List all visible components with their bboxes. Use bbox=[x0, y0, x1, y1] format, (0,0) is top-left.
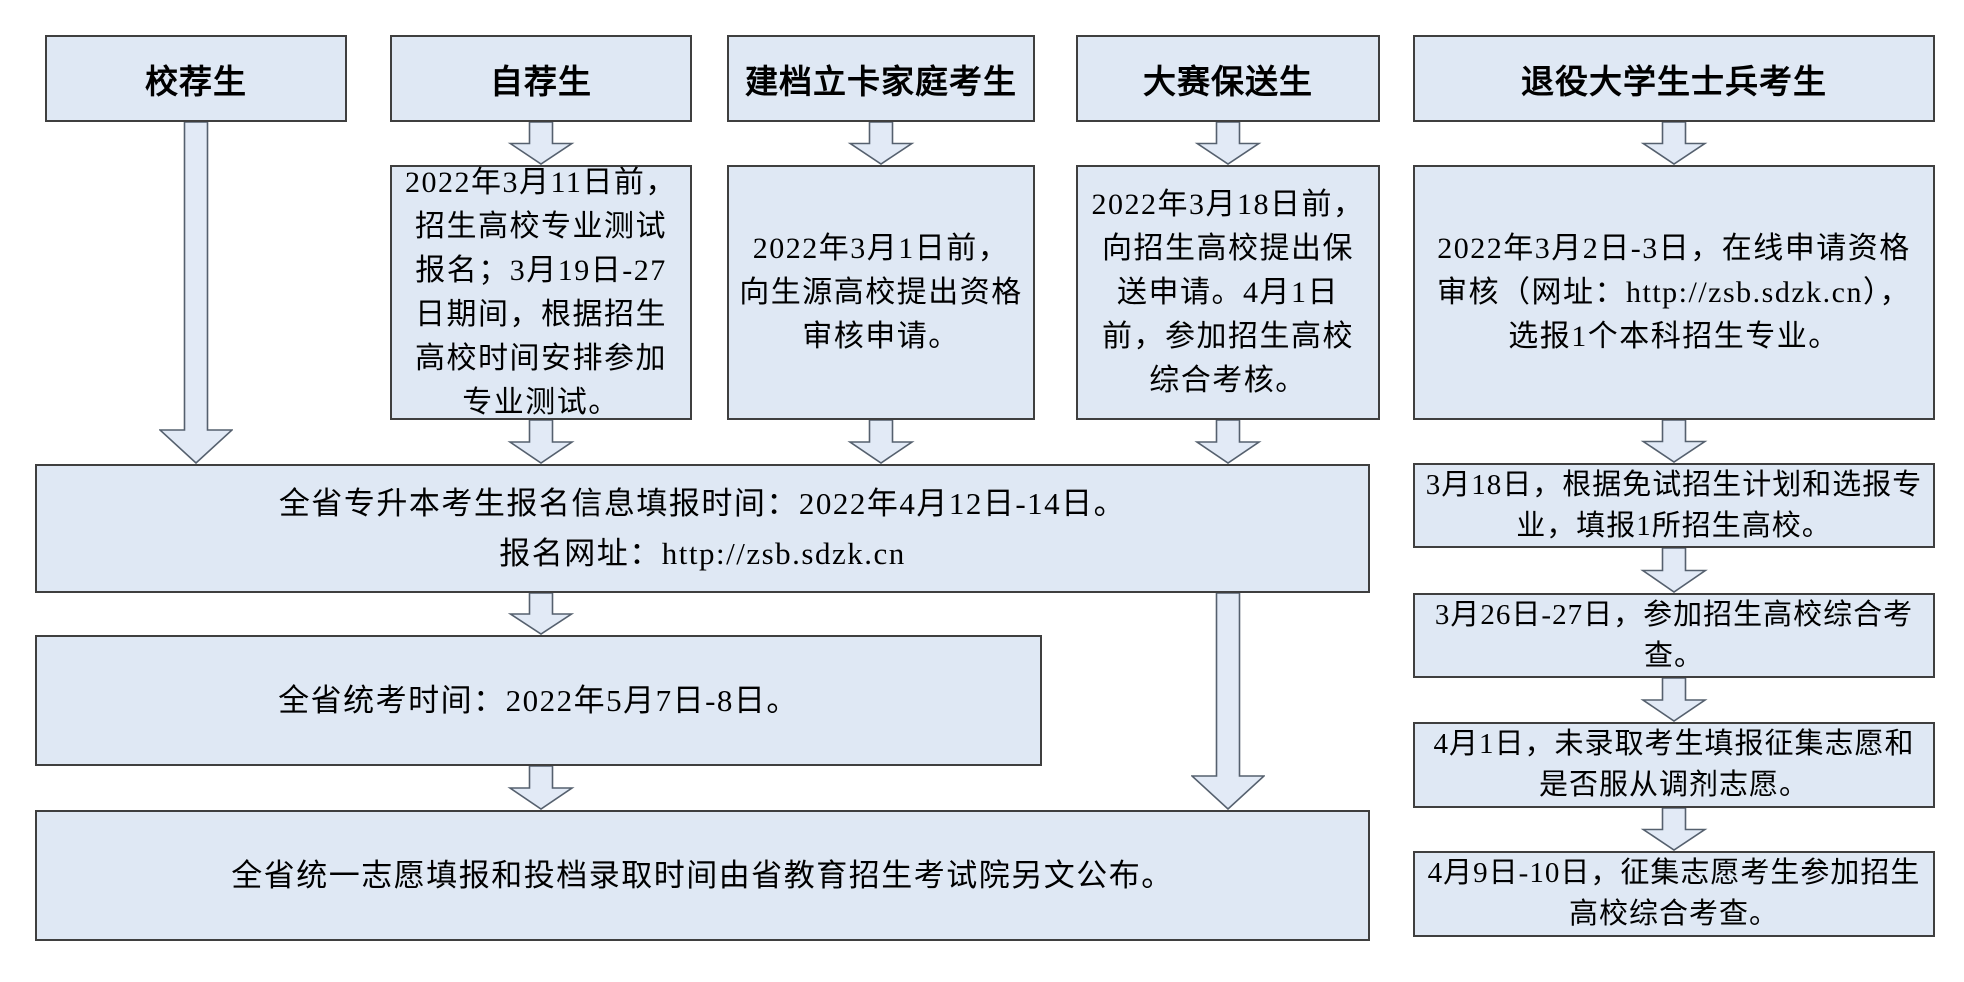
veteran-step-4-text: 4月9日-10日，征集志愿考生参加招生高校综合考查。 bbox=[1427, 857, 1921, 930]
header-self-recommend-label: 自荐生 bbox=[490, 62, 592, 100]
header-self-recommend: 自荐生 bbox=[390, 35, 692, 122]
header-school-recommend: 校荐生 bbox=[45, 35, 347, 122]
detail-competition-exempt: 2022年3月18日前，向招生高校提出保送申请。4月1日前，参加招生高校综合考核… bbox=[1076, 165, 1380, 420]
header-school-recommend-label: 校荐生 bbox=[145, 62, 247, 100]
detail-registered-poverty-family-text: 2022年3月1日前，向生源高校提出资格审核申请。 bbox=[739, 231, 1023, 353]
down-arrow-icon bbox=[1637, 678, 1711, 722]
down-arrow-icon bbox=[1637, 548, 1711, 593]
down-arrow-icon bbox=[844, 420, 918, 464]
veteran-step-2: 3月26日-27日，参加招生高校综合考查。 bbox=[1413, 593, 1935, 678]
down-arrow-icon bbox=[504, 766, 578, 810]
veteran-step-3: 4月1日，未录取考生填报征集志愿和是否服从调剂志愿。 bbox=[1413, 722, 1935, 808]
veteran-step-2-text: 3月26日-27日，参加招生高校综合考查。 bbox=[1434, 598, 1914, 672]
down-arrow-icon bbox=[1637, 122, 1711, 165]
down-arrow-icon bbox=[504, 122, 578, 165]
down-arrow-icon bbox=[1191, 420, 1265, 464]
down-arrow-icon bbox=[504, 420, 578, 464]
down-arrow-icon bbox=[1637, 808, 1711, 851]
header-competition-exempt-label: 大赛保送生 bbox=[1143, 62, 1313, 100]
veteran-step-1-text: 3月18日，根据免试招生计划和选报专业，填报1所招生高校。 bbox=[1425, 468, 1923, 542]
detail-self-recommend-text: 2022年3月11日前，招生高校专业测试报名；3月19日-27日期间，根据招生高… bbox=[405, 165, 677, 419]
detail-registered-poverty-family: 2022年3月1日前，向生源高校提出资格审核申请。 bbox=[727, 165, 1035, 420]
veteran-step-4: 4月9日-10日，征集志愿考生参加招生高校综合考查。 bbox=[1413, 851, 1935, 937]
down-arrow-icon bbox=[1191, 593, 1265, 810]
detail-self-recommend: 2022年3月11日前，招生高校专业测试报名；3月19日-27日期间，根据招生高… bbox=[390, 165, 692, 420]
down-arrow-icon bbox=[1191, 122, 1265, 165]
admission-announcement-text: 全省统一志愿填报和投档录取时间由省教育招生考试院另文公布。 bbox=[231, 857, 1174, 893]
header-competition-exempt: 大赛保送生 bbox=[1076, 35, 1380, 122]
header-registered-poverty-family: 建档立卡家庭考生 bbox=[727, 35, 1035, 122]
down-arrow-icon bbox=[159, 122, 233, 464]
detail-competition-exempt-text: 2022年3月18日前，向招生高校提出保送申请。4月1日前，参加招生高校综合考核… bbox=[1091, 187, 1365, 397]
unified-exam-text: 全省统考时间：2022年5月7日-8日。 bbox=[278, 682, 799, 718]
down-arrow-icon bbox=[844, 122, 918, 165]
registration-time-text: 全省专升本考生报名信息填报时间：2022年4月12日-14日。 bbox=[278, 485, 1127, 521]
veteran-step-3-text: 4月1日，未录取考生填报征集志愿和是否服从调剂志愿。 bbox=[1433, 728, 1915, 801]
down-arrow-icon bbox=[1637, 420, 1711, 463]
node-registration-info: 全省专升本考生报名信息填报时间：2022年4月12日-14日。 报名网址：htt… bbox=[35, 464, 1370, 593]
detail-veteran-soldier: 2022年3月2日-3日，在线申请资格审核（网址：http://zsb.sdzk… bbox=[1413, 165, 1935, 420]
registration-website-text: 报名网址：http://zsb.sdzk.cn bbox=[499, 535, 906, 571]
node-admission-announcement: 全省统一志愿填报和投档录取时间由省教育招生考试院另文公布。 bbox=[35, 810, 1370, 941]
header-registered-poverty-family-label: 建档立卡家庭考生 bbox=[745, 62, 1017, 100]
header-veteran-soldier: 退役大学生士兵考生 bbox=[1413, 35, 1935, 122]
detail-veteran-soldier-text: 2022年3月2日-3日，在线申请资格审核（网址：http://zsb.sdzk… bbox=[1437, 231, 1911, 353]
veteran-step-1: 3月18日，根据免试招生计划和选报专业，填报1所招生高校。 bbox=[1413, 463, 1935, 548]
down-arrow-icon bbox=[504, 593, 578, 635]
node-unified-exam: 全省统考时间：2022年5月7日-8日。 bbox=[35, 635, 1042, 766]
header-veteran-soldier-label: 退役大学生士兵考生 bbox=[1521, 62, 1827, 100]
